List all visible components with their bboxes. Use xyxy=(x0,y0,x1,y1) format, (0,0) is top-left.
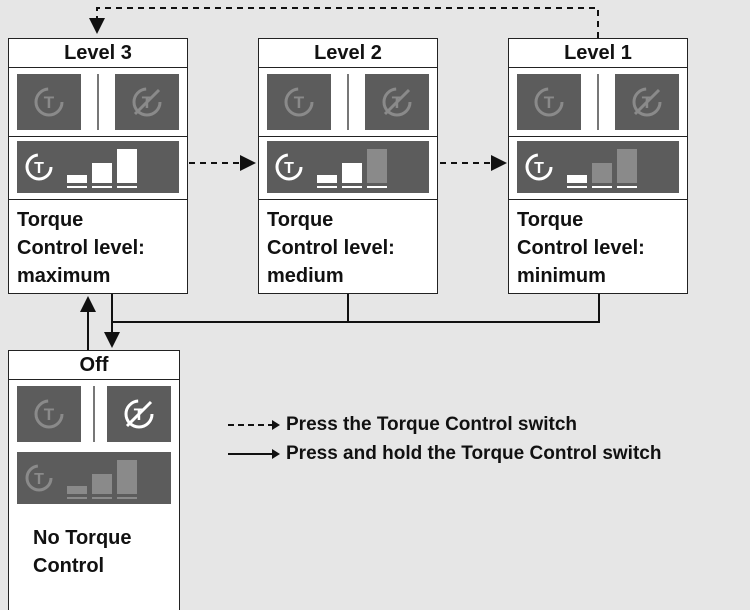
svg-text:T: T xyxy=(534,160,544,177)
divider xyxy=(93,386,95,442)
level-title: Level 3 xyxy=(9,39,187,68)
torque-off-icon: T xyxy=(107,386,171,442)
off-box: Off T T T No Torque Control xyxy=(8,350,180,610)
divider xyxy=(347,74,349,130)
mode-icons-row: T T xyxy=(259,68,437,137)
legend-solid: Press and hold the Torque Control switch xyxy=(228,443,661,465)
off-description: No Torque Control xyxy=(9,510,179,580)
desc-line: medium xyxy=(267,265,344,287)
level-indicator-panel: T xyxy=(517,141,679,193)
torque-on-icon: T xyxy=(17,386,81,442)
torque-icon: T xyxy=(25,464,53,492)
torque-icon: T xyxy=(525,153,553,181)
desc-line: minimum xyxy=(517,265,606,287)
level-indicator-panel: T xyxy=(267,141,429,193)
torque-on-icon: T xyxy=(17,74,81,130)
torque-icon: T xyxy=(275,153,303,181)
bar-2 xyxy=(92,163,112,183)
level-2-box: Level 2 T T T Torque Control level: medi… xyxy=(258,38,438,294)
svg-text:T: T xyxy=(284,160,294,177)
bar-2 xyxy=(342,163,362,183)
bar-3 xyxy=(117,460,137,494)
level-title: Level 1 xyxy=(509,39,687,68)
desc-line: Control level: xyxy=(267,237,395,259)
off-title: Off xyxy=(9,351,179,380)
torque-on-icon: T xyxy=(517,74,581,130)
bar-1 xyxy=(67,486,87,494)
desc-line: Torque xyxy=(17,209,84,231)
bar-2 xyxy=(92,474,112,494)
bar-1 xyxy=(317,175,337,183)
desc-line: Control level: xyxy=(17,237,145,259)
desc-line: maximum xyxy=(17,265,111,287)
level-indicator-row: T xyxy=(9,448,179,510)
legend-solid-label: Press and hold the Torque Control switch xyxy=(286,443,662,464)
solid-arrow-icon xyxy=(228,449,280,459)
svg-text:T: T xyxy=(34,471,44,488)
desc-line: Control xyxy=(33,555,105,577)
bar-2 xyxy=(592,163,612,183)
level-description: Torque Control level: maximum xyxy=(9,200,187,290)
torque-icon: T xyxy=(25,153,53,181)
desc-line: Control level: xyxy=(517,237,645,259)
bar-3 xyxy=(117,149,137,183)
torque-off-icon: T xyxy=(115,74,179,130)
svg-text:T: T xyxy=(34,160,44,177)
torque-off-icon: T xyxy=(365,74,429,130)
svg-text:T: T xyxy=(294,93,305,112)
solid-hold-line-level1 xyxy=(348,294,600,323)
level-title: Level 2 xyxy=(259,39,437,68)
torque-on-icon: T xyxy=(267,74,331,130)
svg-text:T: T xyxy=(44,405,55,424)
bar-1 xyxy=(567,175,587,183)
level-description: Torque Control level: minimum xyxy=(509,200,687,290)
level-1-box: Level 1 T T T Torque Control level: mini… xyxy=(508,38,688,294)
divider xyxy=(97,74,99,130)
level-3-box: Level 3 T T T Torque Control level: maxi… xyxy=(8,38,188,294)
svg-text:T: T xyxy=(544,93,555,112)
svg-text:T: T xyxy=(44,93,55,112)
level-indicator-row: T xyxy=(9,137,187,200)
level-indicator-panel: T xyxy=(17,452,171,504)
mode-icons-row: T T xyxy=(9,68,187,137)
solid-hold-line xyxy=(112,294,349,323)
dashed-arrow-icon xyxy=(228,420,280,430)
legend-dashed-label: Press the Torque Control switch xyxy=(286,414,578,435)
mode-icons-row: T T xyxy=(9,380,179,448)
bar-3 xyxy=(617,149,637,183)
level-indicator-row: T xyxy=(259,137,437,200)
desc-line: No Torque xyxy=(33,527,132,549)
bar-1 xyxy=(67,175,87,183)
torque-off-icon: T xyxy=(615,74,679,130)
level-description: Torque Control level: medium xyxy=(259,200,437,290)
level-indicator-row: T xyxy=(509,137,687,200)
bar-3 xyxy=(367,149,387,183)
desc-line: Torque xyxy=(267,209,334,231)
legend-dashed: Press the Torque Control switch xyxy=(228,414,577,436)
dashed-loop-arrow xyxy=(89,7,599,38)
level-indicator-panel: T xyxy=(17,141,179,193)
divider xyxy=(597,74,599,130)
mode-icons-row: T T xyxy=(509,68,687,137)
desc-line: Torque xyxy=(517,209,584,231)
